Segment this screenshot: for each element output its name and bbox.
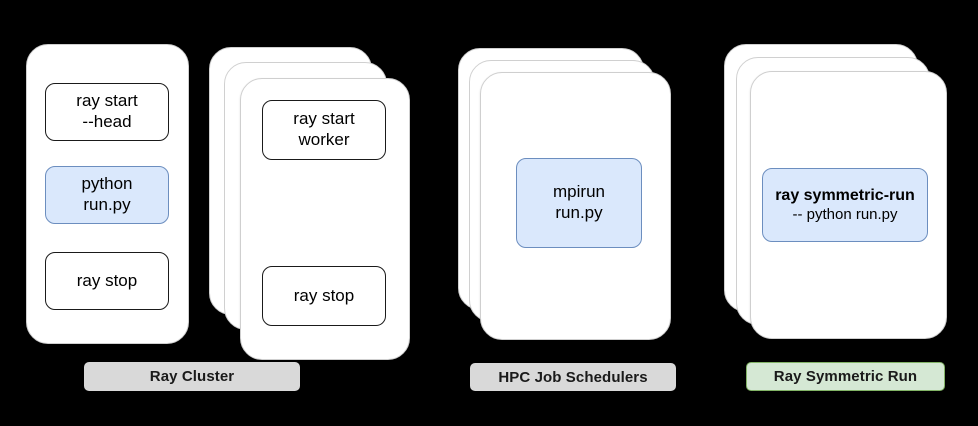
group-label-text: Ray Symmetric Run — [773, 368, 918, 385]
command-python-run[interactable]: python run.py — [45, 166, 169, 224]
command-line-2: run.py — [83, 195, 131, 214]
command-line-1: ray start — [76, 91, 138, 111]
command-ray-symmetric-run[interactable]: ray symmetric-run -- python run.py — [762, 168, 928, 242]
group-label-hpc: HPC Job Schedulers — [470, 363, 676, 391]
command-ray-start-worker[interactable]: ray start worker — [262, 100, 386, 160]
command-ray-stop-worker[interactable]: ray stop — [262, 266, 386, 326]
command-line-1: ray start — [293, 109, 355, 129]
group-label-text: HPC Job Schedulers — [498, 368, 648, 386]
command-line-1: ray stop — [293, 285, 355, 305]
command-line-1: ray stop — [76, 270, 138, 290]
group-label-ray-cluster: Ray Cluster — [84, 362, 300, 391]
group-label-ray-symmetric-run: Ray Symmetric Run — [746, 362, 945, 391]
command-line-2: run.py — [555, 203, 603, 222]
command-line-2: --head — [82, 112, 132, 131]
command-line-2: -- python run.py — [792, 205, 898, 223]
command-line-1: python — [81, 174, 133, 194]
command-line-1: mpirun — [553, 182, 605, 202]
command-mpirun[interactable]: mpirun run.py — [516, 158, 642, 248]
command-ray-start-head[interactable]: ray start --head — [45, 83, 169, 141]
group-label-text: Ray Cluster — [149, 368, 235, 385]
command-line-1: ray symmetric-run — [775, 187, 915, 205]
command-ray-stop-head[interactable]: ray stop — [45, 252, 169, 310]
command-line-2: worker — [298, 130, 350, 149]
